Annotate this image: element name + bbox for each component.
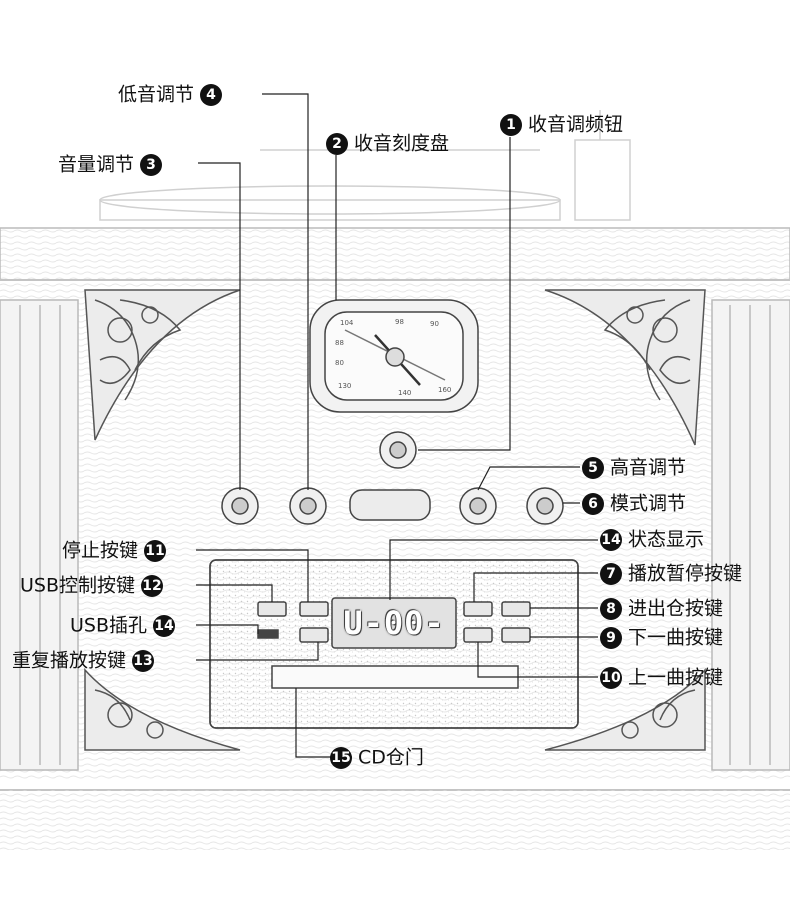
usb-port: [258, 630, 278, 638]
callout-volume-number: 3: [140, 154, 162, 176]
callout-repeat-number: 13: [132, 650, 154, 672]
callout-bass-text: 低音调节: [118, 84, 194, 106]
usb-control-button: [258, 602, 286, 616]
callout-prev-track-number: 10: [600, 667, 622, 689]
callout-usb-control: USB控制按键 12: [20, 573, 163, 598]
callout-usb-port-text: USB插孔: [70, 615, 147, 637]
dial-scale-8: 160: [438, 386, 451, 394]
callout-next-track: 9 下一曲按键: [600, 625, 723, 650]
treble-knob: [460, 488, 496, 524]
left-pillar: [0, 300, 78, 770]
callout-mode-text: 模式调节: [610, 493, 686, 515]
tuning-knob: [380, 432, 416, 468]
callout-next-track-text: 下一曲按键: [628, 627, 723, 649]
dial-scale-7: 140: [398, 389, 411, 397]
callout-tuning-knob-text: 收音调频钮: [528, 114, 623, 136]
callout-tuning-knob-number: 1: [500, 114, 522, 136]
callout-status-display-number: 14: [600, 529, 622, 551]
play-pause-button: [464, 602, 492, 616]
volume-knob: [222, 488, 258, 524]
callout-play-pause-text: 播放暂停按键: [628, 563, 742, 585]
callout-cd-door-text: CD仓门: [358, 747, 424, 769]
dial-scale-5: 80: [335, 359, 344, 367]
callout-cd-door: 15 CD仓门: [330, 745, 424, 770]
right-pillar: [712, 300, 790, 770]
dial-scale-1: 104: [340, 319, 354, 327]
callout-volume-text: 音量调节: [58, 154, 134, 176]
callout-tuning-dial-text: 收音刻度盘: [354, 133, 449, 155]
callout-treble-text: 高音调节: [610, 457, 686, 479]
callout-play-pause-number: 7: [600, 563, 622, 585]
callout-stop: 停止按键 11: [62, 538, 166, 563]
callout-volume: 音量调节 3: [58, 152, 162, 177]
callout-eject-text: 进出仓按键: [628, 598, 723, 620]
callout-tuning-dial: 2 收音刻度盘: [326, 131, 449, 156]
callout-eject: 8 进出仓按键: [600, 596, 723, 621]
callout-mode: 6 模式调节: [582, 491, 686, 516]
brand-plate: [350, 490, 430, 520]
callout-play-pause: 7 播放暂停按键: [600, 561, 742, 586]
callout-prev-track-text: 上一曲按键: [628, 667, 723, 689]
callout-prev-track: 10 上一曲按键: [600, 665, 723, 690]
callout-repeat: 重复播放按键 13: [12, 648, 154, 673]
callout-eject-number: 8: [600, 598, 622, 620]
callout-stop-number: 11: [144, 540, 166, 562]
callout-usb-control-number: 12: [141, 575, 163, 597]
bass-knob: [290, 488, 326, 524]
callout-tuning-dial-number: 2: [326, 133, 348, 155]
callout-usb-port-number: 14: [153, 615, 175, 637]
dial-scale-6: 130: [338, 382, 351, 390]
stop-button: [300, 602, 328, 616]
mode-knob: [527, 488, 563, 524]
dial-scale-4: 88: [335, 339, 344, 347]
eject-button: [502, 602, 530, 616]
callout-status-display: 14 状态显示: [600, 527, 704, 552]
next-track-button: [502, 628, 530, 642]
callout-usb-port: USB插孔 14: [70, 613, 175, 638]
callout-repeat-text: 重复播放按键: [12, 650, 126, 672]
dial-scale-2: 98: [395, 318, 404, 326]
callout-bass-number: 4: [200, 84, 222, 106]
callout-status-display-text: 状态显示: [628, 529, 704, 551]
callout-tuning-knob: 1 收音调频钮: [500, 112, 623, 137]
callout-bass: 低音调节 4: [118, 82, 222, 107]
callout-mode-number: 6: [582, 493, 604, 515]
callout-usb-control-text: USB控制按键: [20, 575, 135, 597]
repeat-button: [300, 628, 328, 642]
callout-treble: 5 高音调节: [582, 455, 686, 480]
callout-next-track-number: 9: [600, 627, 622, 649]
radio-tuning-dial: 104 98 90 88 80 130 140 160: [310, 300, 478, 412]
callout-cd-door-number: 15: [330, 747, 352, 769]
dial-scale-3: 90: [430, 320, 439, 328]
display-readout: U-00-: [338, 603, 450, 643]
callout-stop-text: 停止按键: [62, 540, 138, 562]
prev-track-button: [464, 628, 492, 642]
callout-treble-number: 5: [582, 457, 604, 479]
